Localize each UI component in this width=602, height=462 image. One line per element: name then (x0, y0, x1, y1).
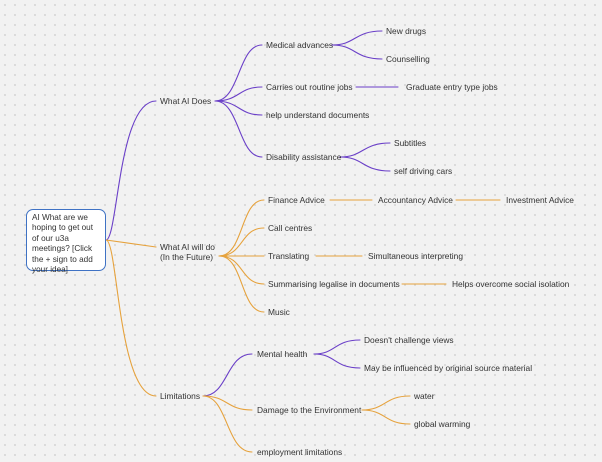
node-global-warming[interactable]: global warming (414, 419, 471, 429)
node-accountancy-advice[interactable]: Accountancy Advice (378, 195, 453, 205)
node-medical-advances[interactable]: Medical advances (266, 40, 334, 50)
connector-does-medical (214, 44, 263, 102)
root-topic-node[interactable]: AI What are we hoping to get out of our … (26, 209, 106, 274)
node-investment-advice[interactable]: Investment Advice (506, 195, 574, 205)
node-new-drugs[interactable]: New drugs (386, 26, 427, 36)
branch-limitations[interactable]: Limitations (160, 391, 201, 401)
connector-future-finance (218, 199, 265, 257)
node-understand-documents[interactable]: help understand documents (266, 110, 370, 120)
node-translating[interactable]: Translating (268, 251, 310, 261)
connector-root-what-ai-will-do (105, 239, 157, 248)
branch-what-ai-will-do[interactable]: What AI will do (In the Future) (160, 242, 215, 263)
connector-medical-counselling (331, 44, 383, 60)
node-routine-jobs[interactable]: Carries out routine jobs (266, 82, 353, 92)
node-counselling[interactable]: Counselling (386, 54, 430, 64)
node-finance-advice[interactable]: Finance Advice (268, 195, 325, 205)
connector-root-what-ai-does (105, 100, 157, 241)
connector-limits-mental (202, 353, 253, 397)
connector-mental-influenced (313, 353, 361, 369)
root-topic-text: AI What are we hoping to get out of our … (32, 213, 94, 275)
connector-limits-environment (202, 395, 253, 411)
node-summarising-legalise[interactable]: Summarising legalise in documents (268, 279, 400, 289)
connector-environment-warming (361, 409, 411, 425)
node-self-driving-cars[interactable]: self driving cars (394, 166, 453, 176)
node-simultaneous-interpreting[interactable]: Simultaneous interpreting (368, 251, 463, 261)
branch-what-ai-does[interactable]: What AI Does (160, 96, 212, 106)
node-graduate-jobs[interactable]: Graduate entry type jobs (406, 82, 498, 92)
node-disability-assistance[interactable]: Disability assistance (266, 152, 342, 162)
connector-future-music (218, 255, 265, 313)
node-subtitles[interactable]: Subtitles (394, 138, 427, 148)
node-employment-limitations[interactable]: employment limitations (257, 447, 343, 457)
node-call-centres[interactable]: Call centres (268, 223, 313, 233)
connector-root-limitations (105, 239, 157, 397)
node-challenge-views[interactable]: Doesn't challenge views (364, 335, 454, 345)
connector-does-documents (214, 100, 263, 116)
node-social-isolation[interactable]: Helps overcome social isolation (452, 279, 570, 289)
node-mental-health[interactable]: Mental health (257, 349, 308, 359)
connector-future-summarising (218, 255, 265, 285)
node-music[interactable]: Music (268, 307, 290, 317)
connector-does-routine (214, 86, 263, 102)
connector-environment-water (361, 395, 411, 411)
node-water[interactable]: water (414, 391, 435, 401)
connector-disability-cars (339, 156, 391, 172)
connector-future-call (218, 227, 265, 257)
connector-mental-challenge (313, 339, 361, 355)
node-influenced-source[interactable]: May be influenced by original source mat… (364, 363, 533, 373)
connector-does-disability (214, 100, 263, 158)
connector-medical-drugs (331, 30, 383, 46)
node-damage-environment[interactable]: Damage to the Environment (257, 405, 362, 415)
connector-limits-employment (202, 395, 253, 453)
connector-disability-subtitles (339, 142, 391, 158)
